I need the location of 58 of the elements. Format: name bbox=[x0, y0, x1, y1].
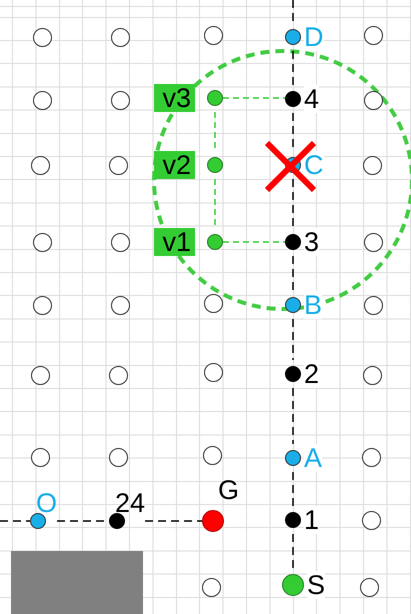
highlighted-label: v1 bbox=[154, 228, 195, 256]
grid-point bbox=[110, 28, 130, 46]
dashed-connector bbox=[292, 0, 294, 23]
dashed-connector bbox=[292, 534, 294, 571]
dashed-connector bbox=[292, 472, 294, 506]
grid-point bbox=[364, 90, 382, 110]
grid-point bbox=[110, 296, 130, 314]
dashed-connector bbox=[292, 319, 294, 360]
point-label: C bbox=[304, 151, 324, 179]
grid-point bbox=[202, 578, 220, 596]
grid-point bbox=[360, 578, 378, 596]
grid-point bbox=[364, 26, 382, 44]
dashed-connector bbox=[223, 241, 285, 243]
grid-point bbox=[110, 232, 130, 252]
grid-point bbox=[362, 510, 380, 530]
point-label: G bbox=[218, 476, 240, 504]
grid-point bbox=[364, 296, 382, 314]
grid-point bbox=[30, 156, 50, 174]
point-label: 4 bbox=[304, 85, 320, 113]
grid-point bbox=[108, 366, 128, 384]
dashed-connector bbox=[214, 179, 216, 228]
grid-point bbox=[110, 90, 130, 110]
grid-point bbox=[30, 366, 50, 384]
point-label: D bbox=[304, 23, 324, 51]
dashed-connector bbox=[223, 97, 285, 99]
point-label: S bbox=[307, 571, 326, 599]
grid-point bbox=[204, 294, 222, 312]
grid-point bbox=[362, 448, 380, 466]
grid-point bbox=[204, 362, 222, 382]
dashed-connector bbox=[0, 520, 30, 522]
dashed-connector bbox=[292, 388, 294, 444]
grid-point bbox=[32, 232, 52, 252]
grid-point bbox=[30, 448, 50, 466]
point-label: 3 bbox=[304, 228, 320, 256]
dashed-connector bbox=[145, 520, 202, 522]
grid-point bbox=[32, 296, 52, 314]
highlighted-label: v3 bbox=[154, 84, 195, 112]
point-label: 1 bbox=[304, 506, 320, 534]
dashed-connector bbox=[292, 51, 294, 85]
point-label: 2 bbox=[304, 360, 320, 388]
grid-point bbox=[204, 26, 222, 44]
grid-point bbox=[32, 90, 52, 110]
grid-point bbox=[364, 232, 382, 252]
point-label: O bbox=[36, 489, 58, 517]
grid-point bbox=[108, 156, 128, 174]
dashed-connector bbox=[214, 112, 216, 151]
point-label: A bbox=[304, 444, 322, 472]
grid-point bbox=[202, 446, 222, 464]
point-label: B bbox=[304, 291, 322, 319]
dashed-connector bbox=[292, 179, 294, 228]
highlighted-label: v2 bbox=[154, 151, 195, 179]
obstacle-block bbox=[10, 550, 142, 614]
grid-point bbox=[108, 448, 128, 466]
grid-point bbox=[362, 366, 382, 384]
grid-point bbox=[32, 28, 52, 46]
point-label: 24 bbox=[115, 489, 146, 517]
dashed-connector bbox=[292, 256, 294, 291]
grid-point bbox=[362, 156, 382, 174]
